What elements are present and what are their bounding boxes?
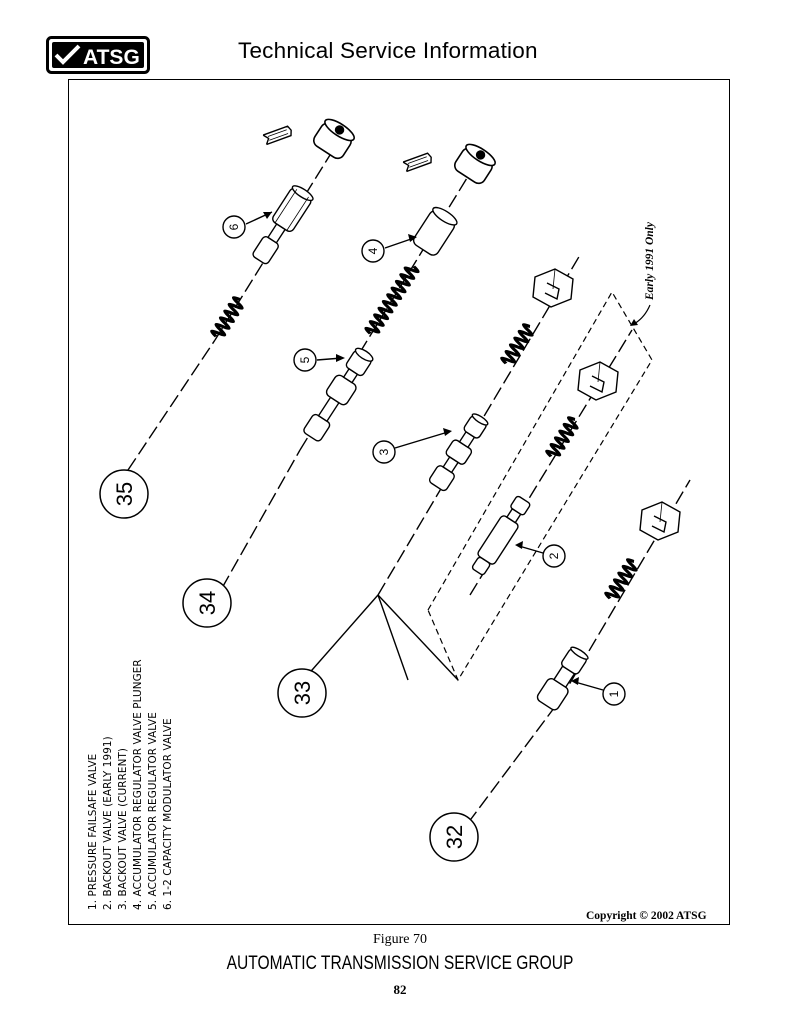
svg-text:Early 1991 Only: Early 1991 Only	[644, 221, 656, 301]
valve-5	[303, 347, 374, 442]
bore-plug	[454, 143, 496, 185]
valve-6	[252, 185, 314, 265]
spring	[210, 296, 244, 338]
page-number: 82	[393, 982, 407, 997]
spring	[604, 558, 638, 600]
svg-text:6: 6	[227, 223, 241, 230]
valve-1	[536, 646, 589, 711]
callout-4: 4	[361, 234, 417, 263]
retaining-clip	[262, 125, 292, 146]
bore-number-34: 34	[182, 578, 232, 628]
spring	[500, 323, 534, 365]
spring	[364, 265, 420, 335]
copyright: Copyright © 2002 ATSG	[586, 910, 707, 922]
legend-item: 1. PRESSURE FAILSAFE VALVE	[87, 753, 99, 910]
legend-item: 2. BACKOUT VALVE (EARLY 1991)	[102, 736, 114, 910]
callout-3: 3	[372, 428, 452, 464]
svg-text:1: 1	[607, 690, 621, 697]
checkmark-icon	[54, 44, 81, 65]
retainer-plate	[532, 268, 574, 308]
retainer-plate	[577, 361, 619, 401]
callout-1: 1	[571, 677, 626, 706]
early-1991-assembly	[469, 329, 633, 596]
callout-6: 6	[222, 211, 273, 239]
logo-text: ATSG	[83, 46, 140, 69]
spring	[545, 416, 579, 458]
retainer-plate	[639, 501, 681, 541]
early-1991-box	[427, 290, 653, 682]
valve-4	[412, 206, 458, 256]
parts-legend: 1. PRESSURE FAILSAFE VALVE 2. BACKOUT VA…	[86, 659, 176, 910]
svg-text:34: 34	[195, 591, 220, 615]
svg-text:33: 33	[290, 681, 315, 705]
svg-text:2: 2	[547, 552, 561, 559]
bore-number-35: 35	[99, 469, 149, 519]
valve-3	[428, 413, 489, 492]
callout-2: 2	[515, 541, 566, 568]
legend-item: 6. 1-2 CAPACITY MODULATOR VALVE	[162, 718, 174, 910]
atsg-logo: ATSG	[46, 36, 150, 74]
svg-text:32: 32	[442, 825, 467, 849]
callout-5: 5	[293, 348, 345, 372]
legend-item: 4. ACCUMULATOR REGULATOR VALVE PLUNGER	[132, 659, 144, 910]
page-title: Technical Service Information	[238, 38, 538, 63]
svg-text:35: 35	[112, 482, 137, 506]
bore-number-32: 32	[429, 812, 479, 862]
retaining-clip	[402, 152, 432, 173]
svg-text:5: 5	[298, 356, 312, 363]
bore-33-leader	[377, 594, 459, 681]
bore-34-assembly	[221, 143, 496, 589]
svg-text:3: 3	[377, 448, 391, 455]
bore-plug	[313, 118, 355, 160]
footer-org: AUTOMATIC TRANSMISSION SERVICE GROUP	[226, 953, 574, 974]
figure-frame	[68, 79, 730, 925]
bore-33-assembly	[304, 254, 581, 679]
svg-text:4: 4	[366, 247, 380, 254]
bore-32-assembly	[467, 479, 691, 824]
early-1991-label: Early 1991 Only	[630, 221, 656, 326]
legend-item: 3. BACKOUT VALVE (CURRENT)	[117, 747, 129, 910]
legend-item: 5. ACCUMULATOR REGULATOR VALVE	[147, 712, 159, 910]
figure-caption: Figure 70	[372, 932, 428, 947]
bore-number-33: 33	[277, 668, 327, 718]
bore-35-assembly	[127, 118, 355, 471]
valve-2	[471, 495, 531, 576]
